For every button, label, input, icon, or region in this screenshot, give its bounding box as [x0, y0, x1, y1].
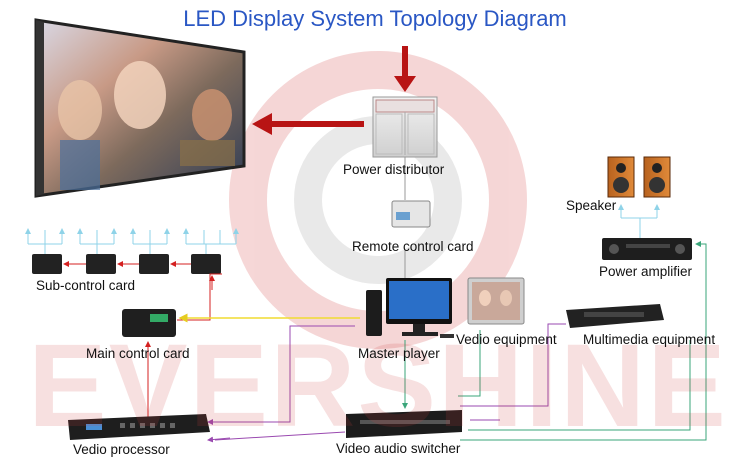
vedio-processor-label: Vedio processor — [73, 442, 170, 457]
multimedia-equipment-label: Multimedia equipment — [583, 332, 716, 347]
diagram-title: LED Display System Topology Diagram — [183, 6, 567, 31]
master-player-label: Master player — [358, 346, 440, 361]
video-audio-switcher-label: Video audio switcher — [336, 441, 461, 456]
vedio-equipment-device — [467, 277, 525, 325]
power-distributor-cabinet — [372, 96, 438, 158]
video-audio-switcher-device — [346, 410, 462, 438]
power-amplifier-label: Power amplifier — [599, 264, 693, 279]
sub-control-cards — [32, 254, 221, 274]
remote-control-card-label: Remote control card — [352, 239, 474, 254]
master-player-device — [366, 278, 454, 338]
power-arrows — [252, 46, 416, 135]
vedio-equipment-label: Vedio equipment — [456, 332, 557, 347]
speaker-label: Speaker — [566, 198, 617, 213]
led-screen — [34, 18, 246, 198]
power-distributor-label: Power distributor — [343, 162, 445, 177]
remote-control-card-device — [391, 200, 431, 228]
power-amplifier-device — [602, 238, 692, 260]
vedio-processor-device — [68, 414, 210, 440]
evershine-watermark: EVERSHINE — [28, 320, 728, 452]
main-control-card-label: Main control card — [86, 346, 190, 361]
sub-control-card-label: Sub-control card — [36, 278, 136, 293]
main-control-card-device — [122, 309, 176, 337]
multimedia-equipment-device — [566, 304, 664, 328]
speakers-device — [607, 156, 671, 198]
sub-card-output-arrows — [27, 230, 237, 254]
